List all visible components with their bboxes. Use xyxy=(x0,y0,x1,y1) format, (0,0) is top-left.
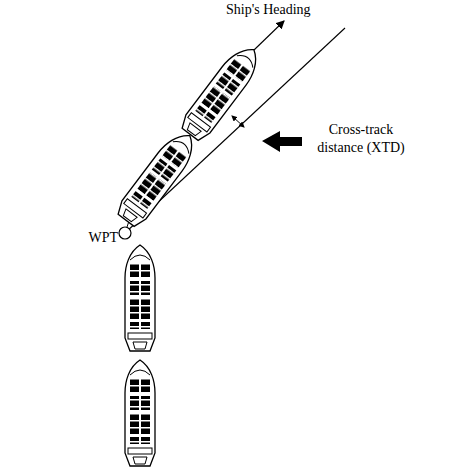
waypoint-circle xyxy=(119,227,131,239)
xtd-arrow xyxy=(232,116,244,127)
heading-label: Ship's Heading xyxy=(226,1,366,19)
pointer-arrow xyxy=(262,131,302,152)
ship xyxy=(125,360,155,466)
ship xyxy=(178,41,266,144)
heading-arrow xyxy=(254,21,284,50)
ship xyxy=(125,245,155,351)
xtd-label: Cross-track distance (XTD) xyxy=(306,121,416,156)
ship xyxy=(114,127,202,230)
waypoint-label: WPT xyxy=(78,229,118,247)
